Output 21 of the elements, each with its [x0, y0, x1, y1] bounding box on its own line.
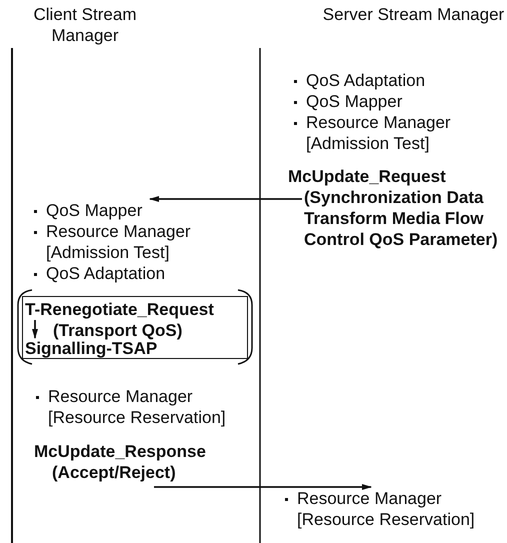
message-name: McUpdate_Request	[288, 166, 447, 187]
list-item: Resource Manager [Admission Test]	[32, 221, 247, 263]
arrow	[149, 196, 302, 202]
message-parameters: (Transport QoS)	[52, 320, 184, 341]
list-item: QoS Adaptation	[32, 263, 247, 284]
list-item: Resource Manager [Admission Test]	[292, 112, 492, 154]
list-item: QoS Adaptation	[292, 70, 492, 91]
message-parameters: (Synchronization Data Transform Media Flow Control QoS Parameter)	[303, 187, 498, 250]
message-name: McUpdate_Response	[34, 441, 207, 462]
arrow	[32, 320, 38, 339]
list-item: QoS Mapper	[32, 200, 247, 221]
list-item: Resource Manager [Resource Reservation]	[283, 488, 503, 530]
primitive-box	[22, 296, 248, 359]
list-item: Resource Manager [Resource Reservation]	[34, 386, 254, 428]
list-item: QoS Mapper	[292, 91, 492, 112]
message-name: Signalling-TSAP	[25, 339, 158, 359]
lifeline-header: Server Stream Manager	[320, 4, 507, 25]
arrow	[154, 484, 372, 490]
lifeline-header: Client Stream Manager	[0, 4, 170, 46]
message-parameters: (Accept/Reject)	[51, 462, 177, 483]
message-name: T-Renegotiate_Request	[25, 299, 215, 320]
